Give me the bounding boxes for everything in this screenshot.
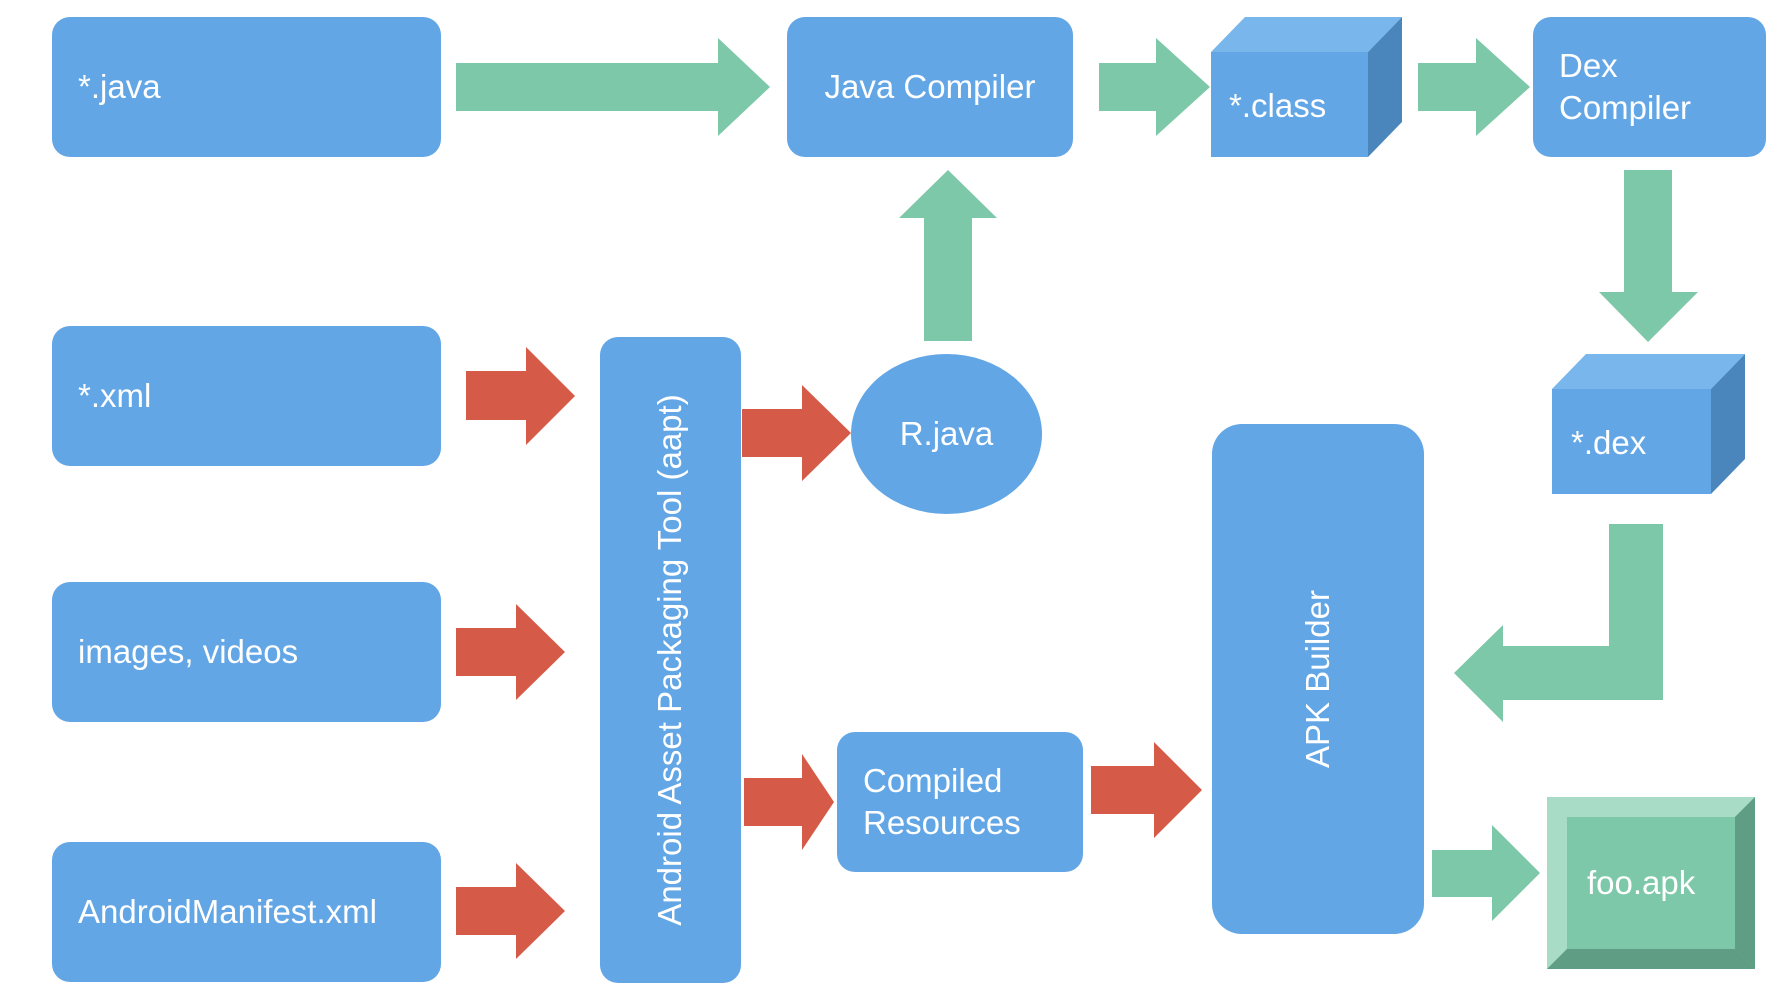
xml-source-node: *.xml [52,326,441,466]
arrow-dex-compiler-to-dex [1599,170,1698,342]
aapt-label: Android Asset Packaging Tool (aapt) [651,394,688,926]
media-source-label: images, videos [78,632,299,670]
dex-compiler-node: Dex Compiler [1533,17,1766,157]
apk-builder-label: APK Builder [1299,590,1336,768]
apk-block-base [1547,797,1755,969]
rjava-label: R.java [899,414,994,452]
apk-bevel-bottom [1547,949,1755,969]
manifest-source-node: AndroidManifest.xml [52,842,441,982]
class-label: *.class [1229,87,1327,124]
arrow-class-to-dex-compiler [1418,38,1530,136]
apk-bevel-right [1735,797,1755,969]
apk-label: foo.apk [1587,864,1696,901]
class-cube-side [1368,17,1402,157]
dex-label: *.dex [1571,424,1647,461]
rjava-node: R.java [851,354,1042,514]
apk-bevel-top [1547,797,1755,817]
class-cube [1211,17,1402,157]
media-source-node: images, videos [52,582,441,722]
arrow-aapt-to-rjava [742,385,851,481]
arrow-apk-builder-to-apk [1432,825,1540,921]
apk-block [1547,797,1755,969]
java-source-label: *.java [78,67,161,105]
arrow-compiler-to-class [1099,38,1210,136]
java-source-node: *.java [52,17,441,157]
arrow-aapt-to-compiled-resources [744,754,834,850]
dex-cube-side [1711,354,1745,494]
compiled-resources-label: Compiled Resources [863,761,1021,841]
apk-builder-node [1212,424,1424,934]
dex-cube-front [1552,389,1711,494]
manifest-source-label: AndroidManifest.xml [78,892,377,930]
dex-compiler-label: Dex Compiler [1559,46,1692,126]
class-cube-top [1211,17,1402,52]
arrow-compiled-resources-to-apk-builder [1091,742,1202,838]
arrow-dex-to-apk-builder [1454,524,1663,722]
class-cube-front [1211,52,1368,157]
java-compiler-label: Java Compiler [824,67,1036,105]
xml-source-label: *.xml [78,376,152,414]
dex-cube-top [1552,354,1745,389]
aapt-node [600,337,741,983]
compiled-resources-node: Compiled Resources [837,732,1083,872]
arrow-xml-to-aapt [466,347,575,445]
apk-bevel-left [1547,797,1567,969]
java-compiler-node: Java Compiler [787,17,1073,157]
dex-cube [1552,354,1745,494]
arrow-manifest-to-aapt [456,863,565,959]
arrow-java-to-compiler [456,38,770,136]
arrow-media-to-aapt [456,604,565,700]
arrow-rjava-to-compiler [899,170,997,341]
